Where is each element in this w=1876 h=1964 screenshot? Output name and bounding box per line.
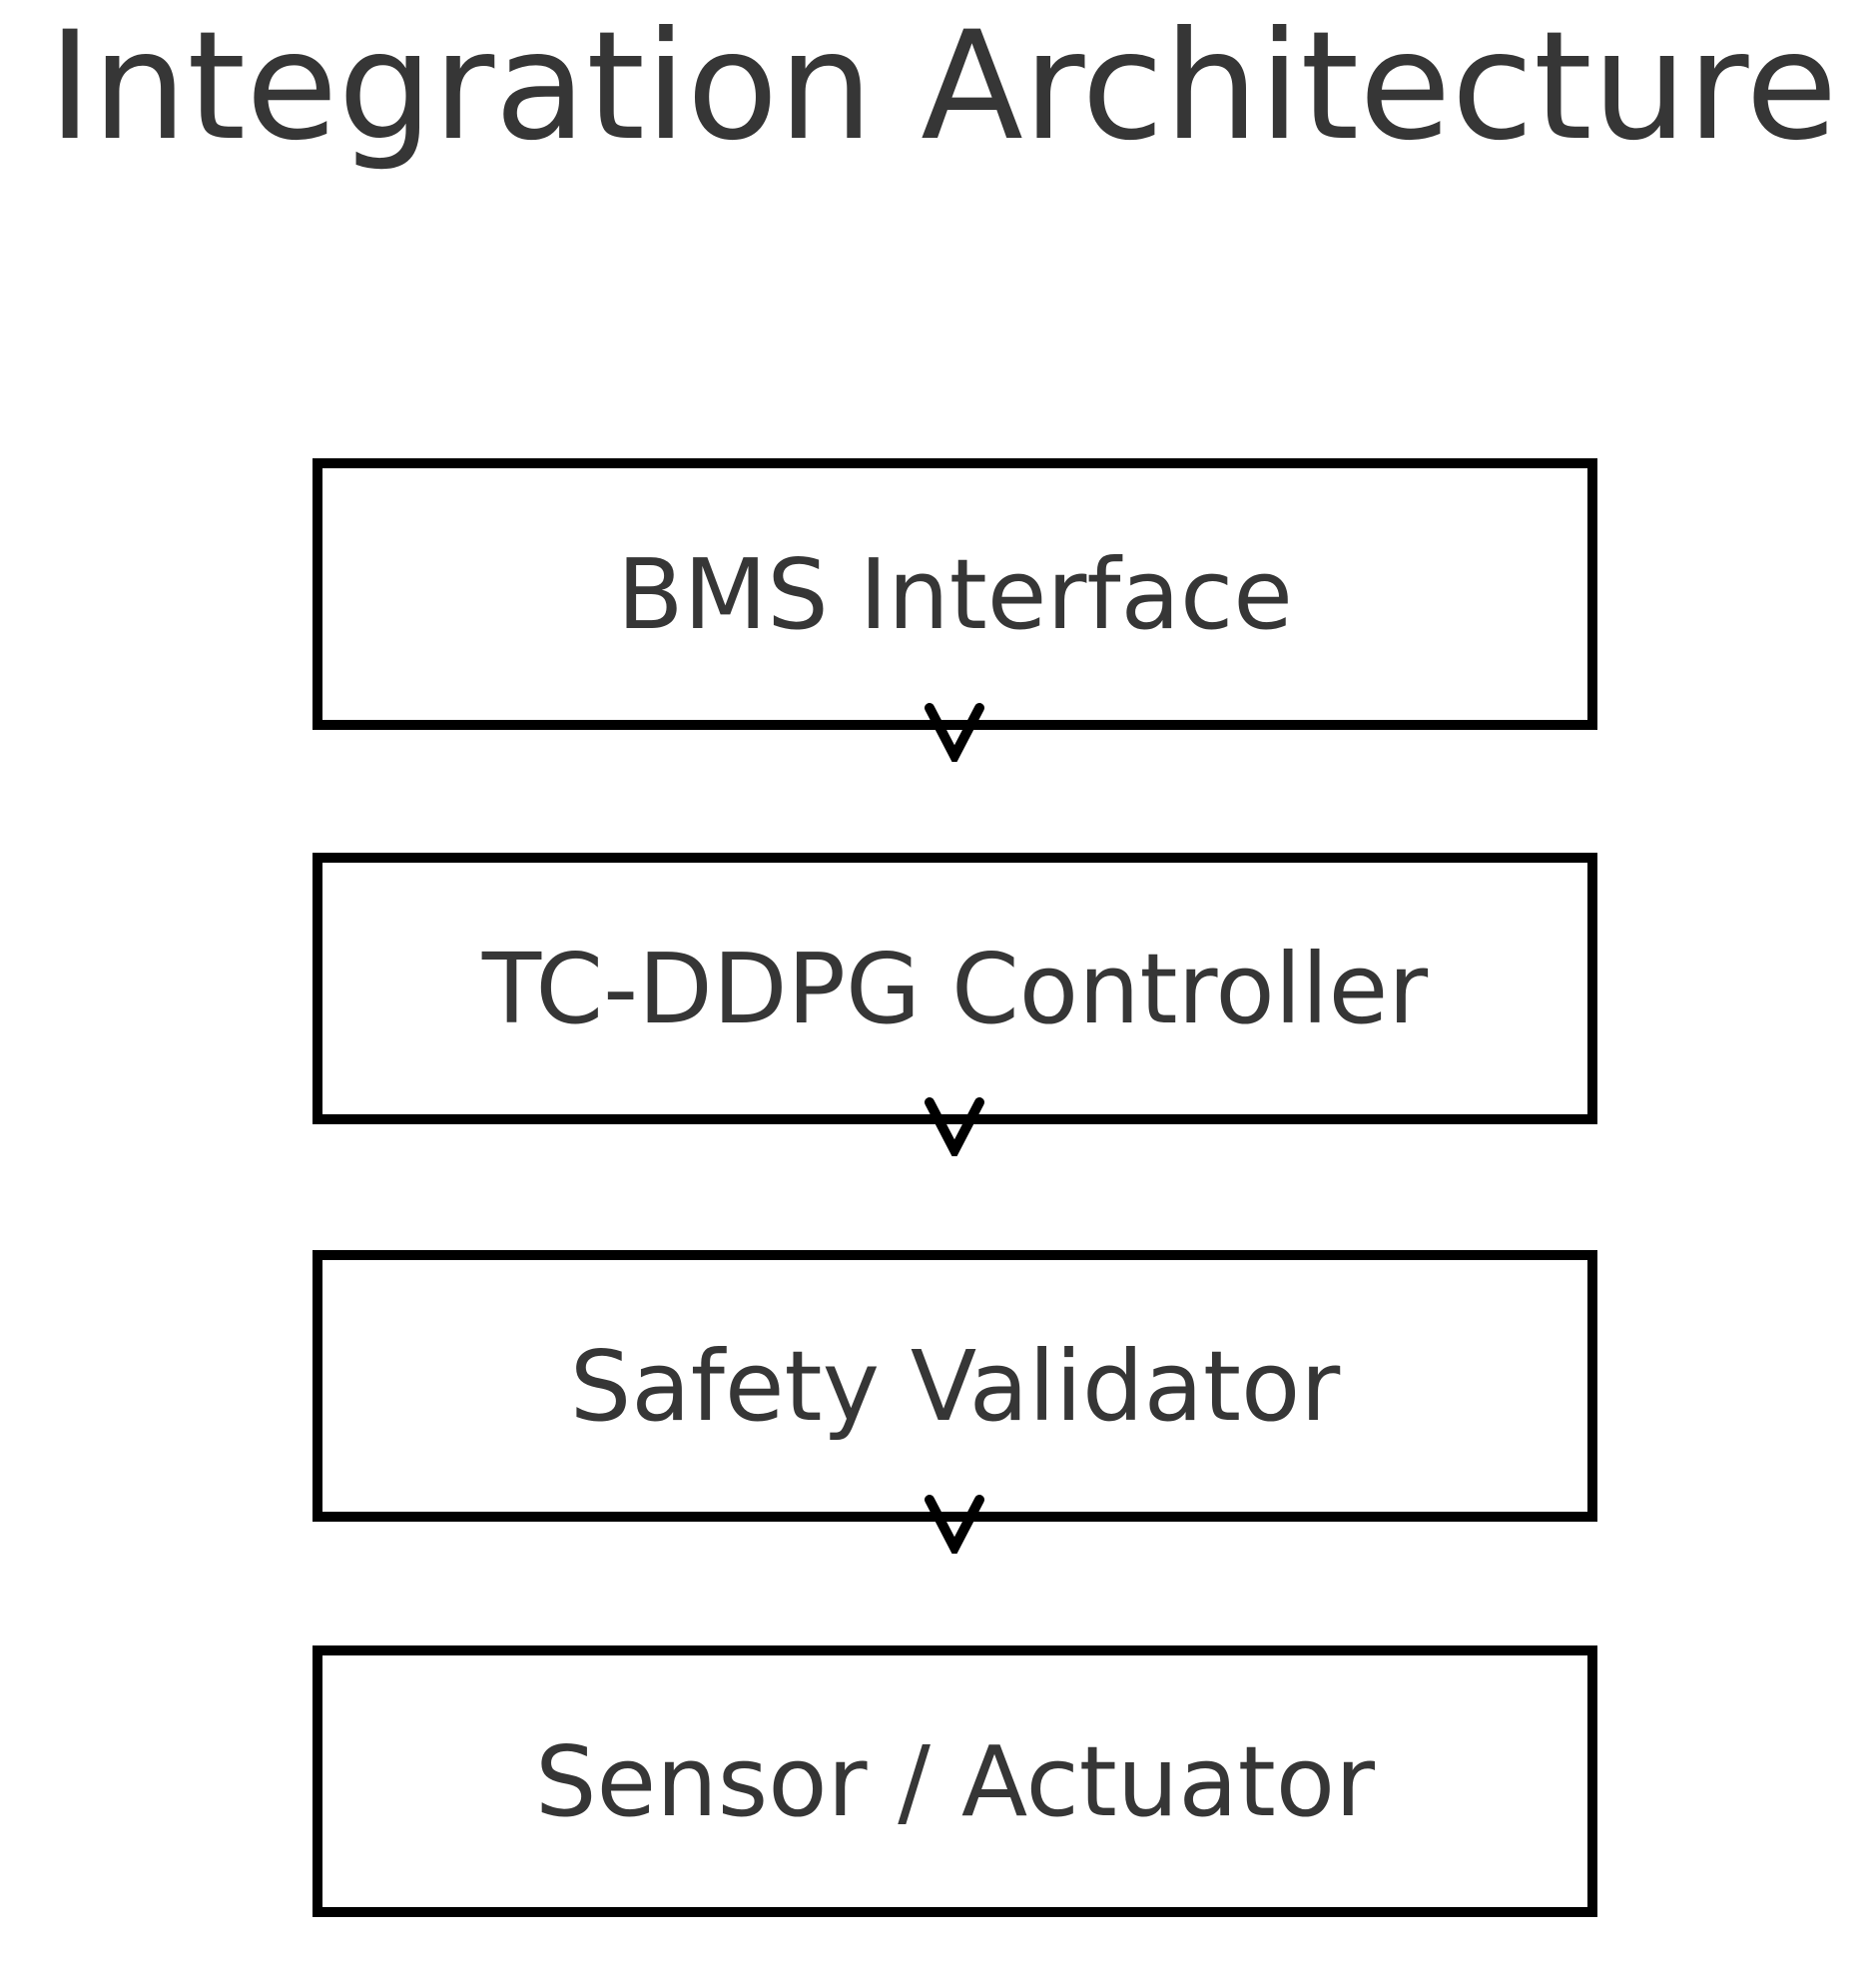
node-sensor-actuator-label: Sensor / Actuator [534,1724,1376,1838]
page-title: Integration Architecture [48,0,1838,174]
arrow-down-icon [925,1097,984,1156]
node-bms-interface-label: BMS Interface [617,537,1293,651]
node-tc-ddpg-controller-label: TC-DDPG Controller [481,932,1429,1045]
node-sensor-actuator: Sensor / Actuator [313,1645,1597,1917]
node-tc-ddpg-controller: TC-DDPG Controller [313,853,1597,1124]
node-safety-validator: Safety Validator [313,1250,1597,1522]
node-safety-validator-label: Safety Validator [569,1329,1341,1443]
arrow-down-icon [925,703,984,762]
arrow-down-icon [925,1495,984,1554]
node-bms-interface: BMS Interface [313,458,1597,730]
